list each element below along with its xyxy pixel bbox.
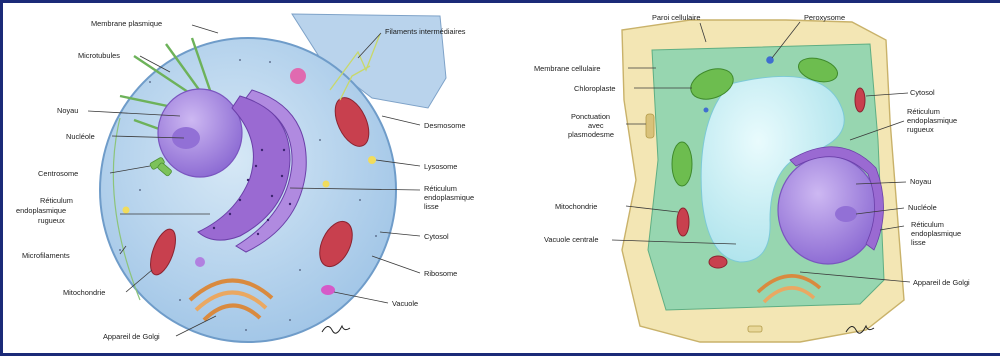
- label-noyau: Noyau: [57, 106, 78, 115]
- label-membrane-cellulaire: Membrane cellulaire: [534, 64, 601, 73]
- label-microfilaments: Microfilaments: [22, 251, 70, 260]
- label-ribosome: Ribosome: [424, 269, 457, 278]
- label-noyau-plant: Noyau: [910, 177, 931, 186]
- label-lysosome: Lysosome: [424, 162, 457, 171]
- label-reticulum-rugueux-2: endoplasmique: [16, 206, 66, 215]
- label-reticulum-rugueux-1: Réticulum: [40, 196, 73, 205]
- label-membrane-plasmique: Membrane plasmique: [91, 19, 162, 28]
- label-chloroplaste: Chloroplaste: [574, 84, 616, 93]
- label-desmosome: Desmosome: [424, 121, 465, 130]
- label-mitochondrie-plant: Mitochondrie: [555, 202, 597, 211]
- label-vacuole: Vacuole: [392, 299, 418, 308]
- label-reticulum-rugueux-plant-3: rugueux: [907, 125, 934, 134]
- label-reticulum-lisse-plant-3: lisse: [911, 238, 926, 247]
- label-appareil-de-golgi: Appareil de Golgi: [103, 332, 160, 341]
- label-reticulum-lisse-2: endoplasmique: [424, 193, 474, 202]
- label-centrosome: Centrosome: [38, 169, 78, 178]
- label-reticulum-lisse-plant-1: Réticulum: [911, 220, 944, 229]
- label-nucleole-plant: Nucléole: [908, 203, 937, 212]
- artist-signature: [322, 326, 350, 333]
- label-reticulum-rugueux-plant-2: endoplasmique: [907, 116, 957, 125]
- label-paroi-cellulaire: Paroi cellulaire: [652, 13, 700, 22]
- label-reticulum-rugueux-3: rugueux: [38, 216, 65, 225]
- label-cytosol: Cytosol: [424, 232, 449, 241]
- label-filaments-intermediaires: Filaments intermédiaires: [385, 27, 466, 36]
- plant-nucleolus: [835, 206, 857, 222]
- label-microtubules: Microtubules: [78, 51, 120, 60]
- label-nucleole: Nucléole: [66, 132, 95, 141]
- label-mitochondrie: Mitochondrie: [63, 288, 105, 297]
- label-reticulum-lisse-plant-2: endoplasmique: [911, 229, 961, 238]
- label-peroxysome: Peroxysome: [804, 13, 845, 22]
- nucleus: [158, 89, 242, 177]
- label-cytosol-plant: Cytosol: [910, 88, 935, 97]
- label-ponctuation-2: avec: [588, 121, 604, 130]
- label-ponctuation-3: plasmodesme: [568, 130, 614, 139]
- bottom-pit: [748, 326, 762, 332]
- label-vacuole-centrale: Vacuole centrale: [544, 235, 599, 244]
- animal-cell: Membrane plasmique Microtubules Noyau Nu…: [16, 14, 474, 342]
- small-peroxisome: [704, 108, 709, 113]
- label-appareil-de-golgi-plant: Appareil de Golgi: [913, 278, 970, 287]
- plant-cell: Paroi cellulaire Peroxysome Membrane cel…: [534, 13, 970, 342]
- label-reticulum-lisse-3: lisse: [424, 202, 439, 211]
- plasmodesmata-pit: [646, 114, 654, 138]
- label-reticulum-lisse-1: Réticulum: [424, 184, 457, 193]
- plant-nucleus: [778, 156, 878, 264]
- label-reticulum-rugueux-plant-1: Réticulum: [907, 107, 940, 116]
- label-ponctuation-1: Ponctuation: [571, 112, 610, 121]
